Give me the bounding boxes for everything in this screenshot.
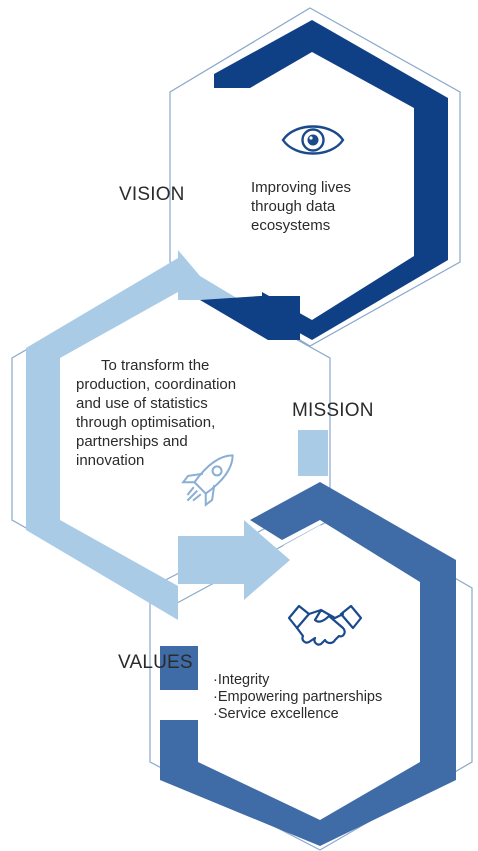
- vision-title: VISION: [119, 184, 185, 205]
- values-title: VALUES: [118, 652, 193, 673]
- mission-band-stub: [298, 430, 328, 476]
- values-list: ·Integrity ·Empowering partnerships ·Ser…: [213, 672, 382, 722]
- eye-icon-iris: [301, 128, 325, 152]
- mission-statement: To transform the production, coordinatio…: [76, 357, 236, 469]
- vision-arrow-head: [200, 296, 300, 340]
- handshake-icon-left-cuff: [287, 604, 311, 630]
- eye-icon-outline: [281, 125, 345, 155]
- mission-title: MISSION: [292, 400, 374, 421]
- vision-outline-frame: [169, 7, 461, 347]
- vision-line: through data: [251, 198, 336, 215]
- handshake-icon: [287, 604, 363, 646]
- mission-line: partnerships and: [76, 433, 188, 450]
- rocket-icon-body: [193, 454, 234, 495]
- mission-line: and use of statistics: [76, 395, 208, 412]
- mission-line: through optimisation,: [76, 414, 215, 431]
- eye-icon-pupil: [307, 134, 319, 146]
- inner-highlights: [201, 57, 417, 815]
- mission-band-arc: [26, 258, 178, 620]
- vision-statement: Improving lives through data ecosystems: [251, 179, 351, 234]
- eye-icon-glint: [309, 136, 313, 140]
- values-item: ·Integrity: [213, 672, 270, 688]
- rocket-icon-fin-right: [204, 484, 216, 507]
- rocket-icon-flame: [186, 486, 202, 502]
- mission-line: production, coordination: [76, 376, 236, 393]
- values-item: ·Empowering partnerships: [213, 689, 382, 705]
- values-band: [160, 482, 456, 846]
- values-item: ·Service excellence: [213, 706, 339, 722]
- mission-arrow-head: [178, 250, 240, 300]
- rocket-icon-window: [211, 465, 223, 477]
- rocket-icon: [181, 454, 234, 507]
- mission-arrow-body: [178, 520, 290, 600]
- mission-band: [26, 250, 328, 620]
- eye-icon: [281, 125, 345, 155]
- values-band-tail: [160, 646, 198, 690]
- vision-line: ecosystems: [251, 217, 330, 234]
- vision-band: [200, 20, 448, 340]
- handshake-icon-right-cuff: [339, 604, 363, 630]
- rocket-icon-fin-left: [181, 472, 204, 484]
- handshake-icon-hands: [295, 608, 346, 646]
- mission-line: innovation: [76, 452, 144, 469]
- vision-inner-line: [249, 57, 411, 315]
- mission-line: To transform the: [101, 357, 209, 374]
- values-inner-line: [201, 525, 417, 815]
- vision-line: Improving lives: [251, 179, 351, 196]
